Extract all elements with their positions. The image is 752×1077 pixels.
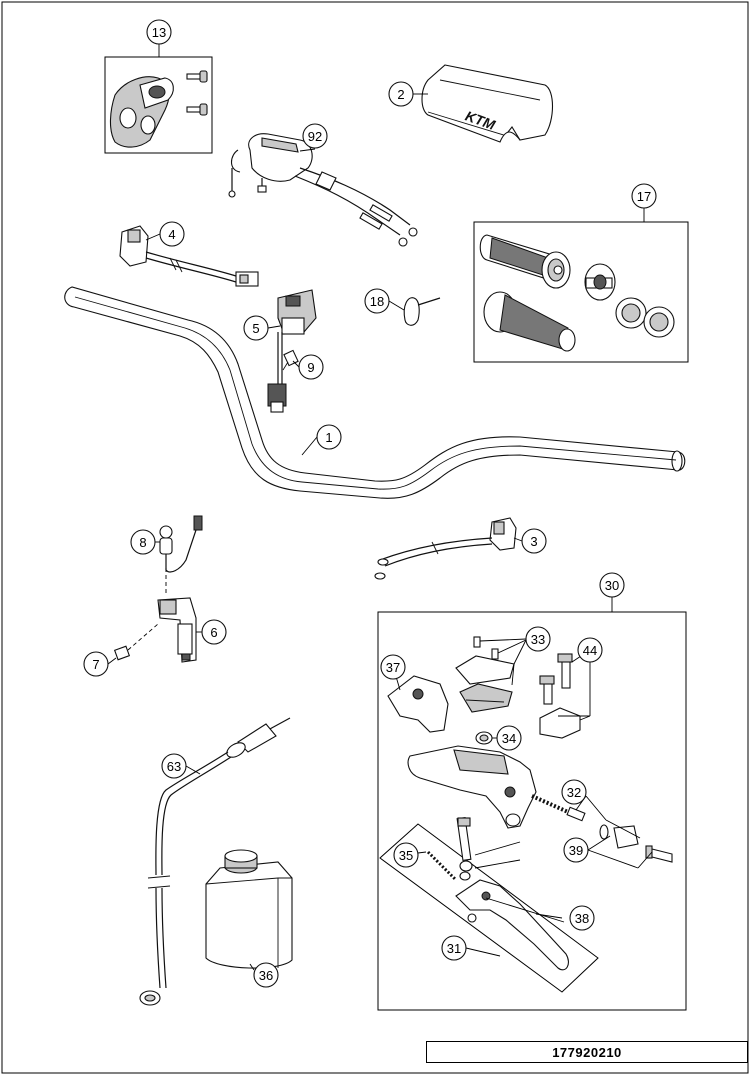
combination-switch (267, 289, 317, 413)
screw-9 (282, 349, 299, 371)
grip-left (479, 234, 571, 289)
callout-37: 37 (380, 654, 406, 680)
callout-1: 1 (316, 424, 342, 450)
cam-unit (584, 263, 616, 301)
kit-frame-30 (377, 611, 687, 1011)
callout-6: 6 (201, 619, 227, 645)
handlebar (64, 286, 686, 499)
callout-7: 7 (83, 651, 109, 677)
callout-35: 35 (393, 842, 419, 868)
cam-rings (615, 297, 675, 338)
svg-text:36: 36 (259, 968, 273, 983)
svg-text:31: 31 (447, 941, 461, 956)
grip-right (483, 291, 576, 352)
callout-18: 18 (364, 288, 390, 314)
kit-frame-17 (473, 221, 689, 363)
callout-92: 92 (302, 123, 328, 149)
svg-text:30: 30 (605, 578, 619, 593)
seal-34 (475, 731, 493, 745)
svg-text:17: 17 (637, 189, 651, 204)
svg-text:44: 44 (583, 643, 597, 658)
master-cylinder-body (407, 745, 537, 829)
callout-30: 30 (599, 572, 625, 598)
throttle-housing-kit (104, 56, 213, 154)
piston-spring (531, 794, 586, 822)
svg-text:5: 5 (252, 321, 259, 336)
indicator-lamp (159, 515, 203, 596)
svg-text:38: 38 (575, 911, 589, 926)
grip-set-kit (473, 221, 689, 363)
handlebar-clamp (539, 653, 581, 739)
svg-text:6: 6 (210, 625, 217, 640)
cable-tie (403, 297, 441, 326)
callout-36: 36 (253, 962, 279, 988)
screw-7 (113, 623, 159, 661)
callout-39: 39 (563, 837, 589, 863)
master-cylinder-kit (377, 611, 687, 1011)
svg-text:37: 37 (386, 660, 400, 675)
drawing-number: 177920210 (552, 1044, 622, 1060)
callout-5: 5 (243, 315, 269, 341)
svg-text:92: 92 (308, 129, 322, 144)
leader-lines (107, 44, 653, 971)
lever-subkit (379, 817, 599, 993)
callout-63: 63 (161, 753, 187, 779)
callout-38: 38 (569, 905, 595, 931)
callout-17: 17 (631, 183, 657, 209)
svg-text:1: 1 (325, 430, 332, 445)
handlebar-pad: KTM (421, 64, 554, 143)
callout-32: 32 (561, 779, 587, 805)
callout-44: 44 (577, 637, 603, 663)
callout-3: 3 (521, 528, 547, 554)
reservoir-cover (455, 636, 515, 713)
bracket-6 (157, 597, 197, 663)
callout-13: 13 (146, 19, 172, 45)
callout-4: 4 (159, 221, 185, 247)
brake-line (139, 717, 291, 1006)
throttle-assembly (228, 133, 418, 247)
brake-fluid-bottle (205, 849, 293, 969)
clamp-cover (387, 675, 449, 733)
callout-2: 2 (388, 81, 414, 107)
callout-31: 31 (441, 935, 467, 961)
svg-text:39: 39 (569, 843, 583, 858)
svg-text:18: 18 (370, 294, 384, 309)
svg-text:7: 7 (92, 657, 99, 672)
kill-switch (119, 225, 259, 287)
drawing-number-box: 177920210 (426, 1041, 748, 1063)
callout-34: 34 (496, 725, 522, 751)
svg-text:3: 3 (530, 534, 537, 549)
piston-set (599, 824, 673, 863)
callout-33: 33 (525, 626, 551, 652)
callout-8: 8 (130, 529, 156, 555)
svg-text:32: 32 (567, 785, 581, 800)
svg-text:35: 35 (399, 848, 413, 863)
svg-text:63: 63 (167, 759, 181, 774)
svg-text:2: 2 (397, 87, 404, 102)
svg-text:9: 9 (307, 360, 314, 375)
svg-text:34: 34 (502, 731, 516, 746)
svg-text:8: 8 (139, 535, 146, 550)
svg-text:33: 33 (531, 632, 545, 647)
switch-3-assembly (374, 517, 517, 580)
svg-text:13: 13 (152, 25, 166, 40)
callout-9: 9 (298, 354, 324, 380)
screw-pair (186, 70, 208, 116)
svg-text:4: 4 (168, 227, 175, 242)
kit-frame-13 (104, 56, 213, 154)
